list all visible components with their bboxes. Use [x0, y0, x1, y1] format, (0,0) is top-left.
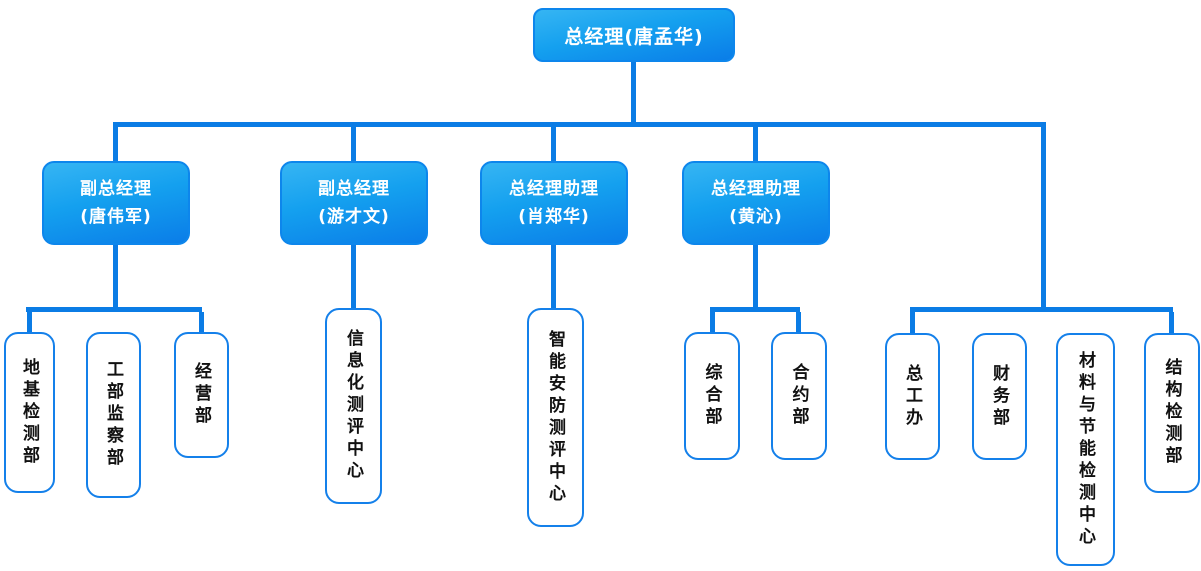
connector-stub-dept7 [796, 312, 801, 333]
node-deputy-gm-you: 副总经理 (游才文) [280, 161, 428, 245]
connector-drop-exec-3 [551, 127, 556, 161]
node-gm-assistant-huang: 总经理助理 (黄沁) [682, 161, 830, 245]
node-title: 总经理助理 [509, 178, 599, 199]
connector-drop-exec-4 [753, 127, 758, 161]
connector-drop-right-group [1041, 127, 1046, 312]
node-person: (游才文) [318, 207, 390, 227]
node-dept-informatization-center: 信息化测评中心 [325, 308, 382, 504]
connector-bar-group4 [710, 307, 800, 312]
node-general-manager-label: 总经理(唐孟华) [564, 25, 704, 48]
connector-stub-dept6 [710, 312, 715, 333]
connector-exec2-drop [351, 245, 356, 308]
connector-stub-dept8 [910, 312, 915, 333]
node-dept-chief-engineer-office: 总工办 [885, 333, 940, 460]
node-title: 副总经理 [80, 178, 152, 199]
node-deputy-gm-tang: 副总经理 (唐伟军) [42, 161, 190, 245]
node-gm-assistant-xiao: 总经理助理 (肖郑华) [480, 161, 628, 245]
dept-label: 信息化测评中心 [343, 329, 363, 483]
node-dept-structure-testing: 结构检测部 [1144, 333, 1200, 493]
dept-label: 综合部 [701, 363, 722, 429]
node-dept-contracts: 合约部 [771, 332, 827, 460]
node-title: 总经理助理 [711, 178, 801, 199]
node-dept-general-affairs: 综合部 [684, 332, 740, 460]
connector-drop-exec-2 [351, 127, 356, 161]
node-dept-foundation-testing: 地基检测部 [4, 332, 55, 493]
dept-label: 材料与节能检测中心 [1075, 350, 1095, 549]
connector-top-bar [113, 122, 1046, 127]
dept-label: 财务部 [989, 363, 1009, 430]
dept-label: 合约部 [788, 363, 809, 429]
node-title: 副总经理 [318, 178, 390, 199]
dept-label: 经营部 [191, 362, 211, 428]
dept-label: 总工办 [902, 363, 922, 430]
dept-label: 结构检测部 [1161, 358, 1182, 468]
connector-root-drop [631, 62, 636, 122]
node-dept-smart-security-center: 智能安防测评中心 [527, 308, 584, 527]
node-dept-materials-energy-center: 材料与节能检测中心 [1056, 333, 1115, 566]
node-person: (黄沁) [729, 207, 783, 227]
connector-stub-dept1 [27, 312, 32, 333]
node-general-manager: 总经理(唐孟华) [533, 8, 735, 62]
connector-stub-dept11 [1169, 312, 1174, 333]
connector-drop-exec-1 [113, 127, 118, 161]
dept-label: 智能安防测评中心 [545, 329, 565, 506]
node-person: (肖郑华) [518, 207, 590, 227]
connector-exec4-drop [753, 245, 758, 307]
node-person: (唐伟军) [80, 207, 152, 227]
connector-bar-group1 [26, 307, 202, 312]
node-dept-operations: 经营部 [174, 332, 229, 458]
node-dept-finance: 财务部 [972, 333, 1027, 460]
connector-stub-dept3 [199, 312, 204, 333]
connector-exec3-drop [551, 245, 556, 308]
connector-exec1-drop [113, 245, 118, 307]
dept-label: 工部监察部 [103, 360, 123, 470]
connector-bar-group5 [910, 307, 1173, 312]
node-dept-works-supervision: 工部监察部 [86, 332, 141, 498]
dept-label: 地基检测部 [19, 357, 39, 468]
